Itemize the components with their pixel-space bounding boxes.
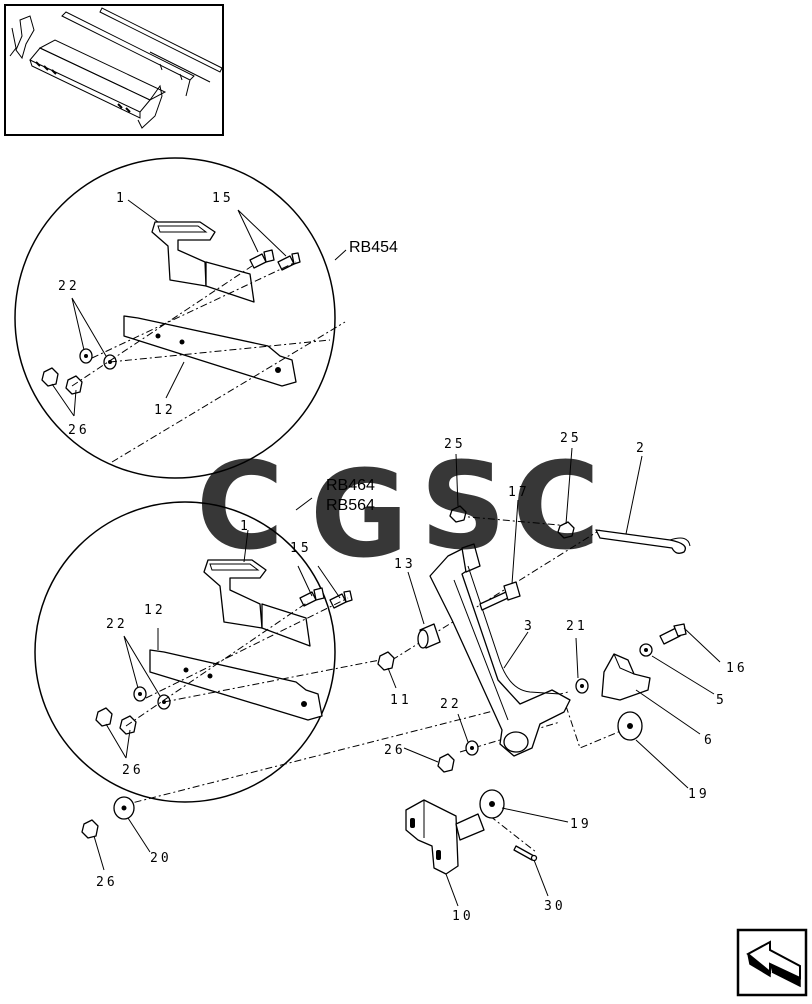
callout-26-bottom: 26 — [96, 875, 118, 890]
part-16-bolt[interactable] — [659, 623, 687, 645]
callout-1-upper: 1 — [116, 191, 127, 206]
watermark-letter-s: S — [420, 438, 506, 577]
part-19-washer-right[interactable] — [617, 711, 643, 741]
callout-15-lower: 15 — [290, 541, 312, 556]
overview-thumbnail[interactable] — [4, 4, 224, 136]
callout-22-upper: 22 — [58, 279, 80, 294]
model-label-rb454: RB454 — [349, 239, 398, 256]
part-15-bolts-upper[interactable] — [249, 249, 301, 271]
part-22-washers-upper[interactable] — [79, 348, 117, 370]
callout-25-left: 25 — [444, 437, 466, 452]
part-3-spring-rod[interactable] — [467, 565, 561, 695]
callout-3: 3 — [524, 619, 535, 634]
part-26-nut-left[interactable] — [81, 819, 99, 839]
part-25-nut-right[interactable] — [557, 521, 575, 539]
callout-2: 2 — [636, 441, 647, 456]
callout-26-upper: 26 — [68, 423, 90, 438]
callout-22-lower: 22 — [106, 617, 128, 632]
callout-17: 17 — [508, 485, 530, 500]
part-12-plate-upper[interactable] — [123, 315, 297, 387]
part-20-washer[interactable] — [113, 796, 135, 820]
callout-19-right: 19 — [688, 787, 710, 802]
part-22-washer[interactable] — [465, 740, 479, 756]
callout-10: 10 — [452, 909, 474, 924]
part-22-washers-lower[interactable] — [133, 686, 171, 710]
model-label-rb564: RB564 — [326, 497, 375, 514]
part-10-bracket[interactable] — [405, 799, 485, 875]
callout-22: 22 — [440, 697, 462, 712]
part-11-nut[interactable] — [377, 651, 395, 671]
arrow-icon — [746, 940, 801, 988]
callout-21: 21 — [566, 619, 588, 634]
part-19-washer-lower[interactable] — [479, 789, 505, 819]
part-30-pin[interactable] — [513, 845, 538, 862]
part-6-latch[interactable] — [601, 653, 651, 701]
part-21-washer[interactable] — [575, 678, 589, 694]
callout-30: 30 — [544, 899, 566, 914]
model-label-rb464: RB464 — [326, 477, 375, 494]
callout-5: 5 — [716, 693, 727, 708]
part-5-washer[interactable] — [639, 643, 653, 657]
callout-13: 13 — [394, 557, 416, 572]
callout-1-lower: 1 — [240, 519, 251, 534]
part-1-bracket-upper[interactable] — [151, 221, 255, 303]
next-page-arrow-button[interactable] — [736, 928, 808, 997]
part-3-arm[interactable] — [429, 543, 571, 757]
watermark-letter-c2: C — [512, 438, 600, 577]
callout-26: 26 — [384, 743, 406, 758]
part-25-nut-left[interactable] — [449, 505, 467, 523]
part-12-plate-lower[interactable] — [149, 649, 323, 721]
part-15-bolts-lower[interactable] — [299, 587, 353, 609]
callout-numbers: 1 15 22 12 26 1 15 12 22 26 25 25 2 17 1… — [58, 191, 748, 924]
callout-12-upper: 12 — [154, 403, 176, 418]
callout-20: 20 — [150, 851, 172, 866]
callout-25-right: 25 — [560, 431, 582, 446]
part-26-nut[interactable] — [437, 753, 455, 773]
detail-circle-upper — [14, 157, 347, 479]
watermark-letter-c: C — [196, 438, 284, 577]
callout-11: 11 — [390, 693, 412, 708]
callout-16: 16 — [726, 661, 748, 676]
part-13-bushing[interactable] — [417, 623, 441, 649]
part-2-rod[interactable] — [595, 529, 691, 554]
watermark: C G S C — [196, 438, 600, 585]
main-assembly — [81, 447, 721, 907]
callout-6: 6 — [704, 733, 715, 748]
callout-15-upper: 15 — [212, 191, 234, 206]
watermark-letter-g: G — [310, 446, 409, 585]
callout-19-lower: 19 — [570, 817, 592, 832]
part-17-bolt[interactable] — [479, 581, 521, 611]
detail-circle-lower — [34, 497, 381, 803]
callout-26-lower: 26 — [122, 763, 144, 778]
callout-12-lower: 12 — [144, 603, 166, 618]
